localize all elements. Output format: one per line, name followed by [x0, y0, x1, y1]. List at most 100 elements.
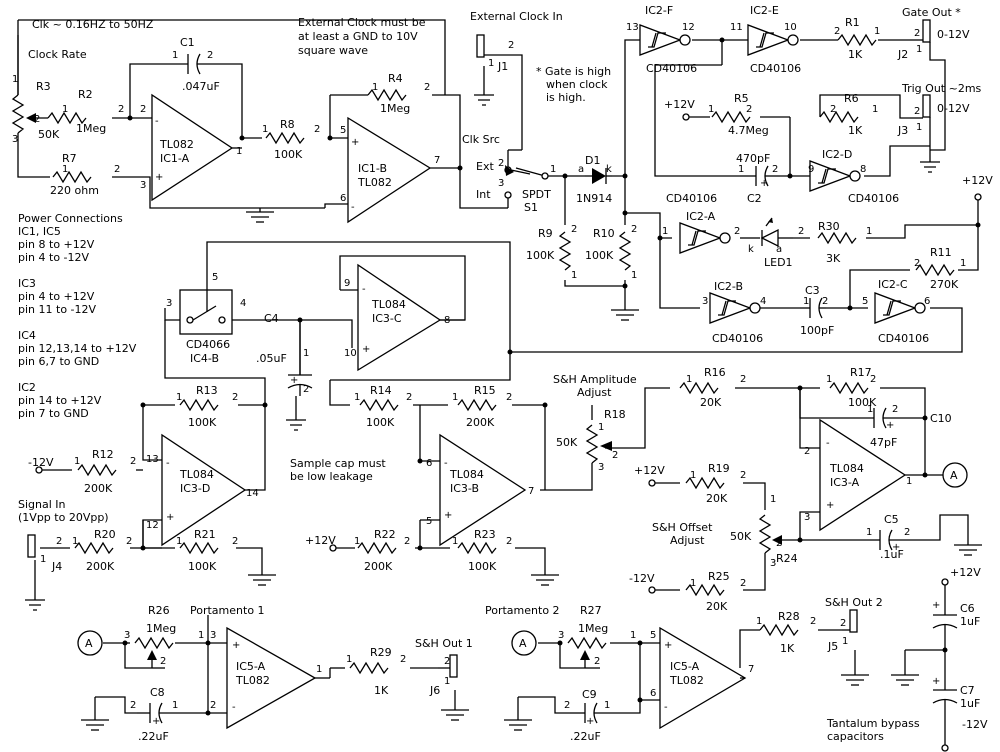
- label-pins-plus: +: [152, 716, 160, 727]
- label-pins-plus: +: [166, 512, 174, 523]
- label-pins-p2: 2: [740, 578, 746, 589]
- shape-circle: [457, 165, 463, 171]
- shape-circle: [329, 544, 337, 552]
- label-pins-p10: 10: [344, 348, 357, 359]
- label-parts-r8-1: 100K: [274, 148, 303, 161]
- label-pins-p5: 5: [212, 272, 218, 283]
- label-pins-p1: 1: [662, 226, 668, 237]
- label-pins-p2: 2: [740, 374, 746, 385]
- shape-path: [112, 176, 325, 209]
- shape-polygon: [809, 160, 852, 192]
- label-pins-p1: 1: [803, 296, 809, 307]
- label-parts-r6-1: 1K: [848, 124, 863, 137]
- label-pins-p2: 2: [914, 28, 920, 39]
- shape-circle: [140, 545, 146, 551]
- label-pins-p1: 1: [74, 456, 80, 467]
- label-pins-plus: +: [290, 375, 298, 386]
- label-notes-power-5: IC3: [18, 277, 36, 290]
- label-pins-p2: 2: [232, 392, 238, 403]
- label-parts-led1: LED1: [764, 256, 793, 269]
- shape-circle: [507, 349, 513, 355]
- shape-polygon: [639, 24, 682, 56]
- label-parts-ic5a1-1: TL082: [235, 674, 270, 687]
- shape-circle: [542, 402, 548, 408]
- label-notes-ext_clock_2: at least a GND to 10V: [298, 30, 418, 43]
- label-notes-sh_out_1: S&H Out 1: [415, 637, 473, 650]
- shape-path: [654, 64, 740, 177]
- label-pins-p1: 1: [372, 82, 378, 93]
- label-pins-p5: 5: [340, 125, 346, 136]
- label-pins-p2: 2: [734, 226, 740, 237]
- shape-path: [743, 566, 766, 591]
- shape-polygon: [505, 165, 514, 176]
- shape-path: [799, 388, 855, 419]
- shape-path: [659, 238, 700, 309]
- label-parts-ic3b-1: IC3-B: [450, 482, 479, 495]
- label-parts-c2-1: 470pF: [736, 152, 770, 165]
- label-pins-plus: +: [664, 640, 672, 651]
- shape-path: [329, 380, 350, 406]
- label-pins-p1: 1: [631, 270, 637, 281]
- label-notes-node_a: A: [519, 637, 527, 650]
- label-pins-p5: 5: [862, 296, 868, 307]
- label-parts-r24-0: R24: [776, 552, 798, 565]
- resistor-r12: [77, 464, 117, 476]
- capacitor-c3: [800, 297, 826, 319]
- label-pins-p1: 1: [172, 700, 178, 711]
- label-notes-signal_in_1: Signal In: [18, 498, 66, 511]
- shape-path: [474, 66, 494, 106]
- label-notes-power-9: IC4: [18, 329, 36, 342]
- label-pins-p1: 1: [604, 700, 610, 711]
- grounds: [80, 208, 983, 731]
- label-parts-j3: J3: [897, 124, 908, 137]
- shape-circle: [622, 210, 628, 216]
- shape-path: [756, 32, 774, 48]
- label-pins-p2: 2: [126, 536, 132, 547]
- label-pins-p1: 1: [770, 494, 776, 505]
- shape-path: [142, 405, 162, 461]
- label-parts-c6-0: C6: [960, 602, 975, 615]
- label-pins-p3: 3: [166, 298, 172, 309]
- label-notes-gate_out: Gate Out *: [902, 6, 961, 19]
- shape-path: [129, 63, 170, 118]
- label-parts-r2-0: R2: [78, 88, 93, 101]
- label-notes-minus12: -12V: [962, 718, 988, 731]
- label-parts-r3-0: R3: [36, 80, 51, 93]
- label-pins-p2: 2: [140, 104, 146, 115]
- shape-path: [515, 167, 546, 177]
- label-parts-r27-1: 1Meg: [578, 622, 608, 635]
- shape-circle: [327, 135, 333, 141]
- label-pins-p2: 2: [424, 82, 430, 93]
- label-pins-p1: 1: [708, 104, 714, 115]
- shape-circle: [719, 37, 725, 43]
- shape-path: [718, 300, 736, 316]
- label-pins-p1: 1: [598, 422, 604, 433]
- label-pins-p6: 6: [650, 688, 656, 699]
- label-pins-p2: 2: [56, 536, 62, 547]
- label-pins-p1: 1: [316, 664, 322, 675]
- label-pins-plus: +: [351, 137, 359, 148]
- label-parts-ic3d-1: IC3-D: [180, 482, 210, 495]
- shape-circle: [186, 316, 194, 324]
- label-parts-ic2d-1: CD40106: [666, 192, 717, 205]
- supply-terminals: [35, 113, 982, 752]
- label-notes-ext_clock_in: External Clock In: [470, 10, 563, 23]
- label-parts-r4-1: 1Meg: [380, 102, 410, 115]
- inverter-ic2f: [639, 24, 691, 56]
- shape-circle: [239, 135, 245, 141]
- led-led1: [750, 217, 793, 248]
- label-pins-p8: 8: [860, 164, 866, 175]
- shape-circle: [847, 305, 853, 311]
- opamp-ic3b: [439, 433, 527, 547]
- inverter-ic2d: [809, 160, 861, 192]
- label-parts-r1-1: 1K: [848, 48, 863, 61]
- label-notes-gate_2: when clock: [546, 78, 608, 91]
- label-notes-spdt: SPDT: [522, 188, 551, 201]
- label-parts-ic2f-0: IC2-F: [645, 4, 673, 17]
- jacks: [27, 19, 931, 678]
- label-pins-p2: 2: [506, 536, 512, 547]
- shape-circle: [941, 744, 949, 752]
- shape-path: [515, 547, 546, 575]
- shape-path: [538, 642, 585, 669]
- pot-r27: [567, 637, 607, 668]
